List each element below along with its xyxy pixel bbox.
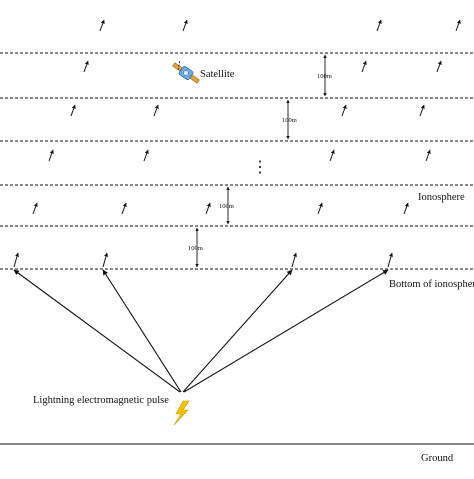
field-arrow [419,104,425,117]
field-arrow [403,202,409,215]
layer-boundaries [0,52,474,270]
dimension-label-3: 100m [219,203,234,210]
lightning-bolt-icon [173,400,190,426]
field-arrow [99,19,105,32]
field-arrow [436,60,442,73]
pulse-ray-2 [102,269,182,393]
satellite-icon [172,62,200,84]
pulse-ray-3 [182,269,293,393]
dimension-label-4: 100m [188,245,203,252]
field-arrow [341,104,347,117]
boundary-arrow [102,252,108,268]
lightning-pulse-label: Lightning electromagnetic pulse [33,395,169,406]
field-arrow [143,149,149,162]
field-arrow [361,60,367,73]
field-arrow [317,202,323,215]
pulse-ray-4 [183,269,389,393]
field-arrow [182,19,188,32]
field-arrow [376,19,382,32]
field-arrow [455,19,461,32]
field-arrow [83,60,89,73]
dimension-markers [195,54,327,268]
satellite-label: Satellite [200,69,235,80]
dimension-label-2: 100m [282,117,297,124]
field-arrow [153,104,159,117]
ground-label: Ground [421,453,454,464]
pulse-rays [13,269,389,393]
bottom-of-ionosphere-label: Bottom of ionosphere [389,279,474,290]
continuation-dots: ⋮ [252,159,268,176]
field-arrow [425,149,431,162]
boundary-arrow [387,252,393,268]
field-arrow [70,104,76,117]
ionosphere-label: Ionosphere [418,192,465,203]
boundary-arrows [13,252,393,268]
field-arrow [48,149,54,162]
dimension-label-1: 100m [317,73,332,80]
boundary-arrow [13,252,19,268]
field-arrows [32,19,461,215]
field-arrow [121,202,127,215]
field-arrow [329,149,335,162]
field-arrow [205,202,211,215]
pulse-ray-1 [13,269,181,393]
boundary-arrow [291,252,297,268]
satellite-heading-arrow [177,59,181,71]
field-arrow [32,202,38,215]
